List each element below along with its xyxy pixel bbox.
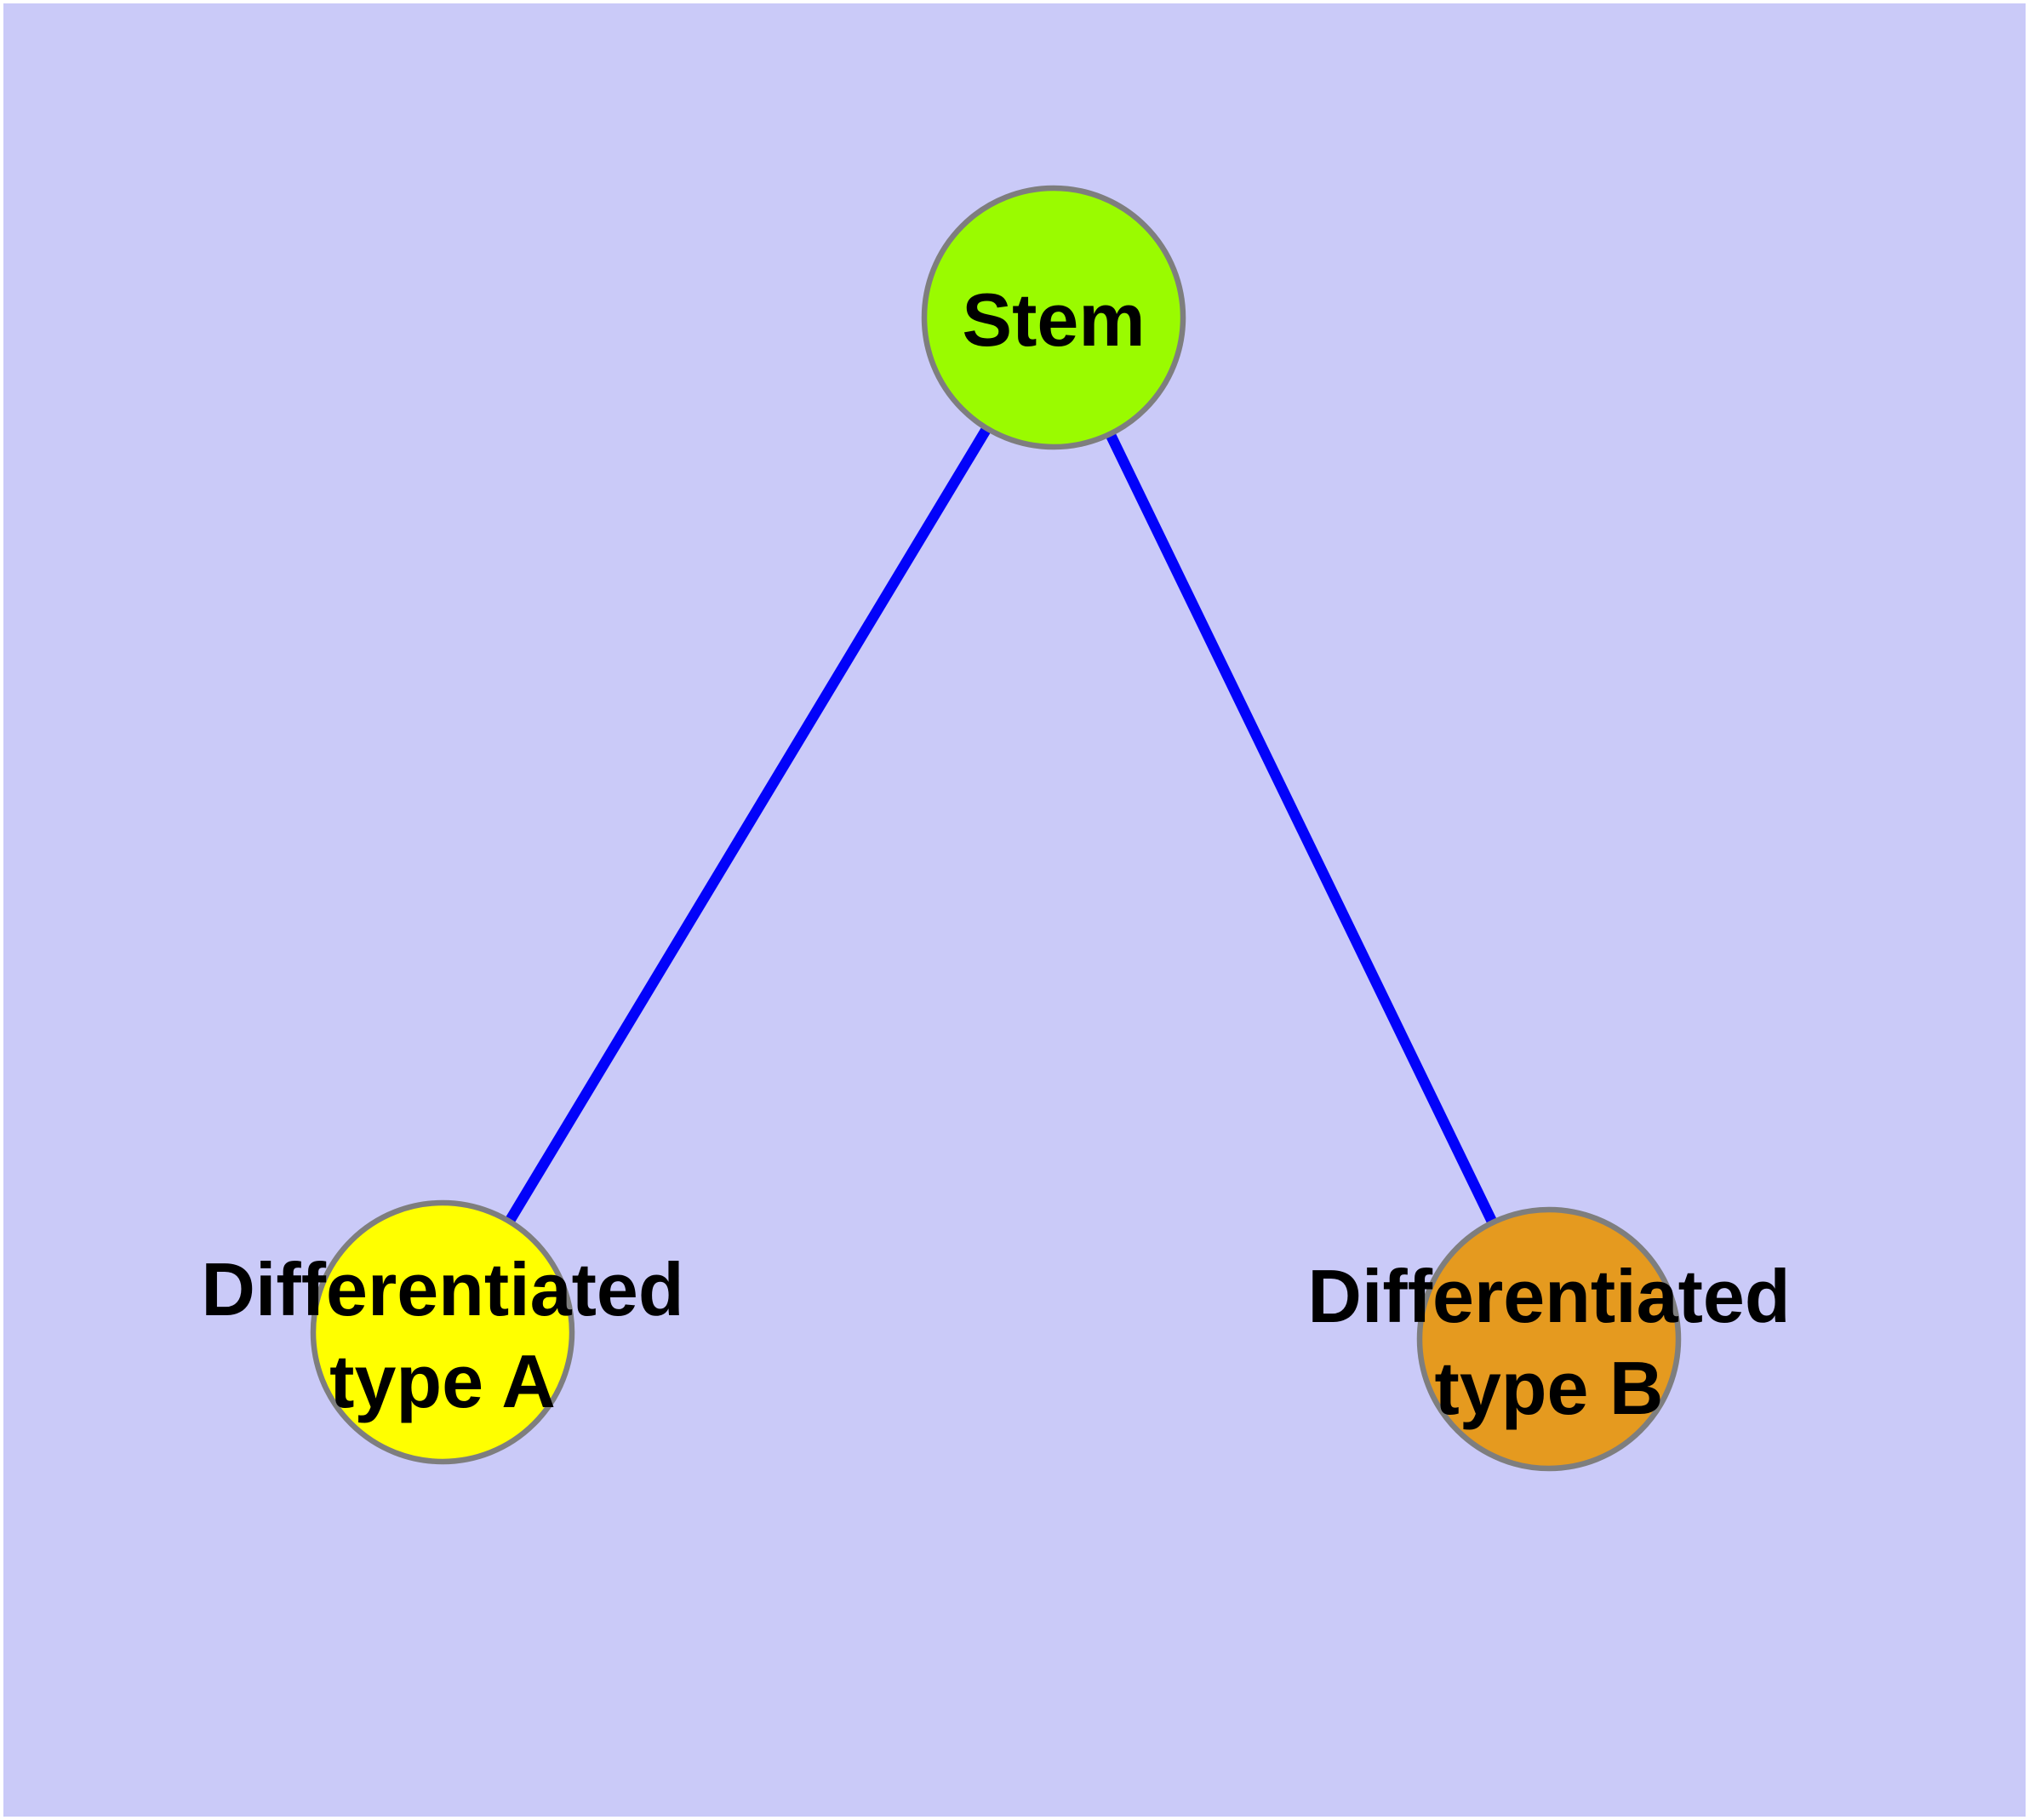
node-type-a: Differentiated type A [201, 1199, 684, 1465]
node-stem-circle [921, 185, 1186, 450]
node-type-b: Differentiated type B [1307, 1206, 1791, 1472]
node-stem: Stem [921, 185, 1186, 450]
node-type-b-label-line1: Differentiated [1307, 1254, 1790, 1338]
edge-stem-to-type-b [1049, 315, 1554, 1342]
node-type-a-label-line1: Differentiated [201, 1247, 683, 1331]
node-type-a-label-line2: type A [329, 1339, 556, 1423]
node-stem-label: Stem [962, 278, 1145, 362]
node-type-a-circle [310, 1199, 575, 1465]
edge-stem-to-type-a [437, 314, 1059, 1336]
node-type-b-circle [1416, 1206, 1682, 1472]
node-type-b-label-line2: type B [1435, 1346, 1664, 1430]
